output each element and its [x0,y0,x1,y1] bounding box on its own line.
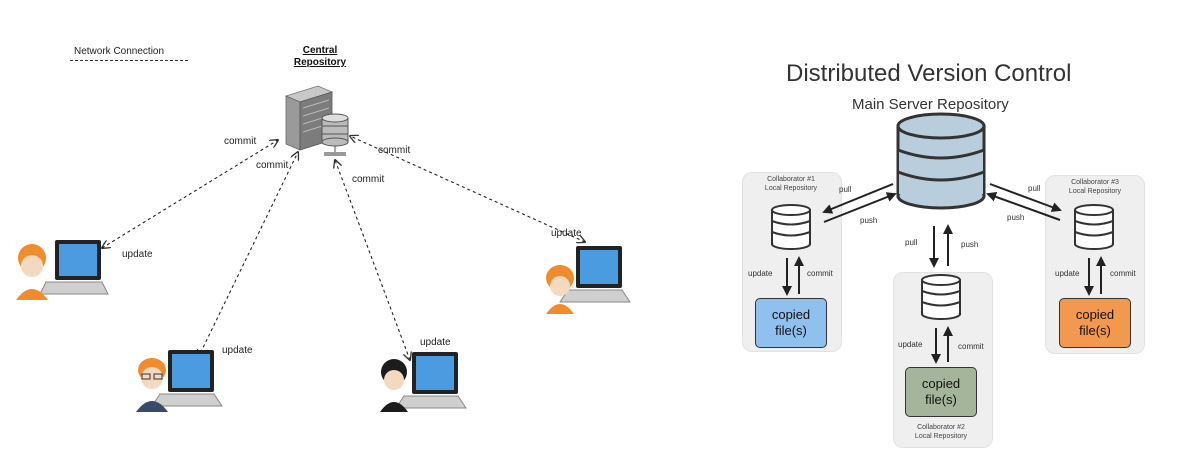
local-db-3-icon [1074,204,1114,250]
update-label-2: update [222,345,253,356]
pull-arrow-1 [822,183,894,214]
commit-label-3: commit [352,174,385,185]
pull-arrow-3 [989,183,1062,212]
update-label-c1: update [748,269,773,278]
push-arrow-1 [823,192,897,223]
user-laptop-3 [380,352,467,412]
collaborator-1-repo: Local Repository [764,185,818,192]
push-label-2: push [961,240,979,249]
copied-files-1-line2: file(s) [775,323,807,338]
push-arrow-3 [986,192,1061,221]
legend-label: Network Connection [74,46,165,57]
commit-label-c3: commit [1110,269,1136,278]
pull-label-2: pull [905,238,918,247]
local-db-2-icon [921,274,961,320]
collaborator-1-label: Collaborator #1 Local Repository [746,175,836,193]
legend-dashed-line [70,60,188,61]
copied-files-2-line1: copied [921,376,961,391]
pull-label-3: pull [1028,184,1041,193]
collaborator-3-name: Collaborator #3 [1071,179,1119,186]
collaborator-1-name: Collaborator #1 [767,176,815,183]
update-label-1: update [122,249,153,260]
central-title-line2: Repository [293,57,347,68]
connection-line-1 [102,140,278,248]
database-icon [321,113,349,156]
local-db-1-icon [771,204,811,250]
user-laptop-2 [136,350,223,412]
dvc-subtitle: Main Server Repository [852,96,1009,113]
copied-files-1: copied file(s) [755,298,827,348]
copied-files-1-line1: copied [771,307,811,322]
collaborator-2-repo: Local Repository [914,433,968,440]
push-label-1: push [860,216,878,225]
commit-label-c1: commit [807,269,833,278]
connection-line-2 [198,152,298,358]
collaborator-2-name: Collaborator #2 [917,424,965,431]
commit-label-4: commit [378,145,411,156]
main-server-database-icon [896,112,986,210]
update-label-3: update [420,337,451,348]
user-laptop-1 [16,240,109,300]
copied-files-2: copied file(s) [905,367,977,417]
connection-line-4 [350,136,585,242]
collaborator-2-label: Collaborator #2 Local Repository [896,423,986,441]
copied-files-2-line2: file(s) [925,392,957,407]
update-label-c3: update [1055,269,1080,278]
commit-label-c2: commit [958,342,984,351]
update-label-4: update [551,228,582,239]
pull-label-1: pull [839,185,852,194]
push-label-3: push [1007,213,1025,222]
collaborator-3-repo: Local Repository [1068,188,1122,195]
user-laptop-4 [546,246,631,314]
dvc-title: Distributed Version Control [786,60,1072,87]
collaborator-3-label: Collaborator #3 Local Repository [1050,178,1140,196]
commit-label-2: commit [256,160,289,171]
central-title-line1: Central [302,45,338,56]
update-label-c2: update [898,340,923,349]
central-repository-title: Central Repository [288,45,352,69]
copied-files-3: copied file(s) [1059,298,1131,348]
copied-files-3-line2: file(s) [1079,323,1111,338]
copied-files-3-line1: copied [1075,307,1115,322]
commit-label-1: commit [224,136,257,147]
